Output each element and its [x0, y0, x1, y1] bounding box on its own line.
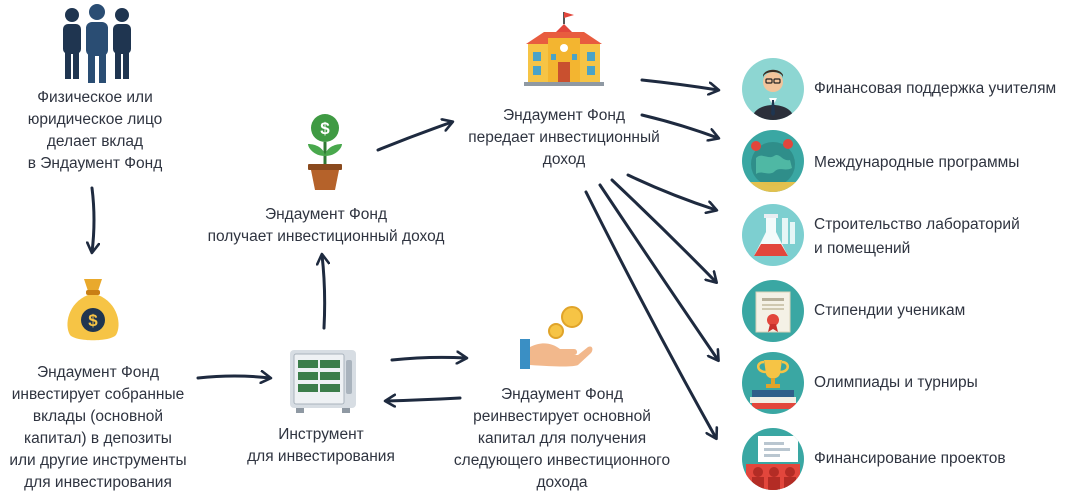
instrument-label: Инструмент для инвестирования	[247, 426, 395, 465]
arrow-to-labs	[626, 173, 716, 210]
outcome-projects-label: Финансирование проектов	[814, 450, 1006, 467]
outcome-scholarships-label: Стипендии ученикам	[814, 302, 966, 319]
money-plant-icon: $	[308, 114, 342, 190]
svg-text:$: $	[320, 119, 330, 138]
transfers-label: Эндаумент Фонд передает инвестиционный д…	[468, 107, 660, 168]
arrow-reinvest-to-instrument	[386, 398, 462, 401]
outcome-labs-label: Строительство лабораторий и помещений	[814, 216, 1020, 257]
flask-icon	[742, 204, 804, 266]
safe-icon	[290, 350, 356, 413]
arrow-to-scholarships	[610, 178, 716, 282]
arrow-to-olympiads	[598, 183, 718, 360]
donor-label: Физическое или юридическое лицо делает в…	[27, 89, 163, 172]
svg-text:$: $	[88, 311, 98, 330]
presentation-icon	[742, 428, 804, 490]
arrow-to-projects	[584, 190, 716, 438]
reinvests-label: Эндаумент Фонд реинвестирует основной ка…	[453, 386, 671, 491]
globe-icon	[742, 130, 804, 192]
arrow-donor-to-moneybag	[92, 186, 94, 252]
hand-coins-icon	[520, 306, 593, 369]
receives-label: Эндаумент Фонд получает инвестиционный д…	[207, 206, 445, 245]
invests-label: Эндаумент Фонд инвестирует собранные вкл…	[9, 364, 187, 491]
arrow-instrument-to-reinvest	[390, 357, 466, 360]
outcome-international-label: Международные программы	[814, 154, 1020, 171]
teacher-icon	[742, 58, 804, 120]
outcome-olympiads-label: Олимпиады и турниры	[814, 374, 978, 391]
arrow-invests-to-instrument	[196, 376, 270, 378]
arrow-instrument-to-receives	[322, 255, 325, 330]
trophy-icon	[742, 352, 804, 414]
outcome-teachers-label: Финансовая поддержка учителям	[814, 80, 1057, 97]
arrow-receives-to-transfers	[376, 122, 452, 152]
school-building-icon	[524, 12, 604, 86]
people-icon	[63, 4, 131, 83]
money-bag-icon: $	[67, 279, 119, 341]
certificate-icon	[742, 280, 804, 342]
arrow-to-international	[640, 113, 718, 138]
arrow-to-teachers	[640, 78, 718, 90]
